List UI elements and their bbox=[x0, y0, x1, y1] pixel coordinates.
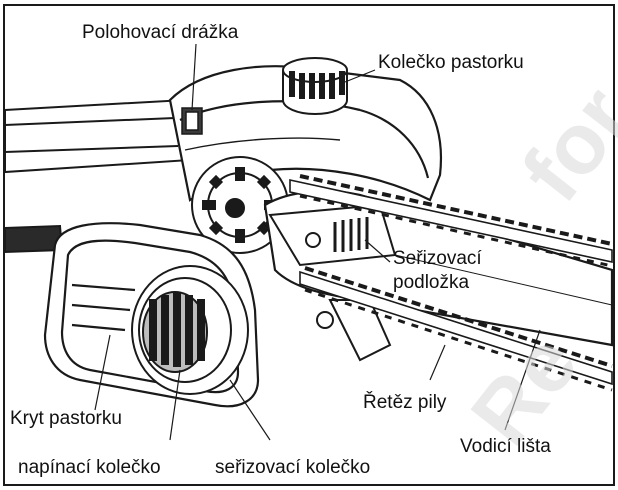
label-kolecko-pastorku: Kolečko pastorku bbox=[378, 52, 524, 73]
label-serizovaci-line2: podložka bbox=[393, 272, 470, 293]
sprocket-area bbox=[191, 156, 289, 254]
chain-bottom bbox=[299, 266, 613, 392]
knob bbox=[282, 57, 348, 115]
leader-lines bbox=[94, 43, 541, 441]
label-napinaci-kolecko: napínací kolečko bbox=[18, 457, 161, 478]
label-serizovaci-line1: Seřizovací bbox=[393, 248, 482, 269]
pole-shaft bbox=[4, 98, 192, 254]
label-serizovaci-kolecko: seřizovací kolečko bbox=[215, 457, 371, 478]
adjust-plate bbox=[268, 203, 397, 362]
chain-top bbox=[289, 174, 613, 268]
label-vodici-lista: Vodicí lišta bbox=[460, 436, 551, 457]
label-polohovaci-drazka: Polohovací drážka bbox=[82, 22, 239, 43]
groove-slot bbox=[181, 107, 203, 135]
tension-wheel bbox=[131, 265, 249, 395]
label-retez-pily: Řetěz pily bbox=[363, 392, 447, 413]
label-kryt-pastorku: Kryt pastorku bbox=[10, 408, 122, 429]
